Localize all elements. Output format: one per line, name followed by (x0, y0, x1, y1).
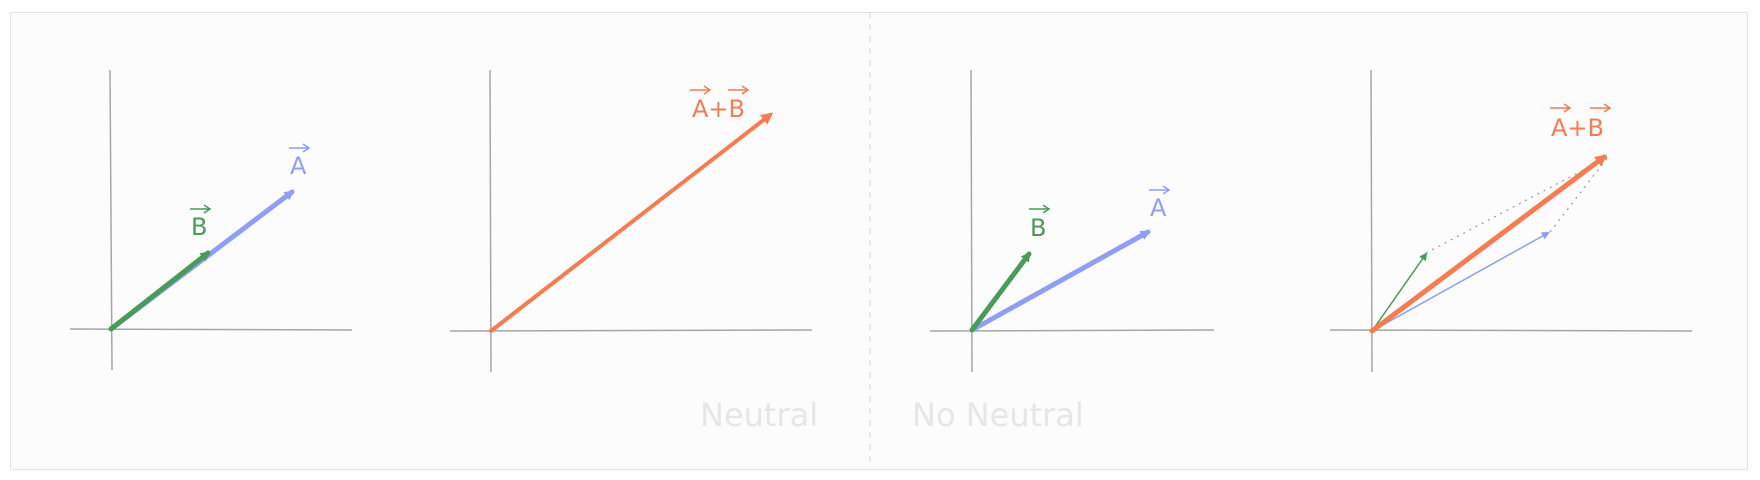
svg-text:A+B: A+B (1551, 114, 1604, 142)
vector-b-arrow (969, 251, 1032, 333)
vector-b-label: B (1029, 204, 1051, 242)
vector-a-label: A (289, 143, 311, 180)
svg-text:A+B: A+B (692, 95, 745, 123)
panel-no-neutral-sum: A+B (1329, 69, 1693, 373)
svg-text:A: A (1150, 194, 1167, 222)
svg-text:B: B (1030, 214, 1046, 242)
vector-a-arrow (969, 229, 1151, 333)
vector-a-label: A (1149, 185, 1171, 222)
y-axis (970, 69, 973, 373)
vector-b-thin-arrow (1371, 252, 1428, 332)
vector-sum-arrow (1369, 154, 1608, 334)
x-axis (929, 329, 1215, 332)
y-axis (109, 69, 113, 371)
caption-no-neutral: No Neutral (912, 396, 1084, 434)
x-axis (449, 329, 813, 332)
vector-sum-label: A+B (1550, 103, 1612, 142)
caption-neutral: Neutral (700, 396, 818, 434)
vector-b-label: B (190, 204, 212, 241)
vector-sum-arrow (489, 112, 774, 333)
vector-b-arrow (108, 250, 211, 332)
panel-no-neutral-components: A B (929, 69, 1215, 373)
svg-text:A: A (290, 152, 307, 180)
svg-text:B: B (191, 213, 207, 241)
diagram-frame (10, 12, 1748, 470)
vector-sum-label: A+B (690, 85, 750, 123)
y-axis (489, 69, 492, 373)
x-axis (1329, 329, 1693, 332)
panel-neutral-components: A B (69, 69, 353, 371)
vector-a-thin-arrow (1371, 232, 1550, 332)
y-axis (1370, 69, 1373, 373)
x-axis (69, 328, 353, 331)
parallelogram-guide-a (1549, 156, 1609, 233)
panel-neutral-sum: A+B (449, 69, 813, 373)
